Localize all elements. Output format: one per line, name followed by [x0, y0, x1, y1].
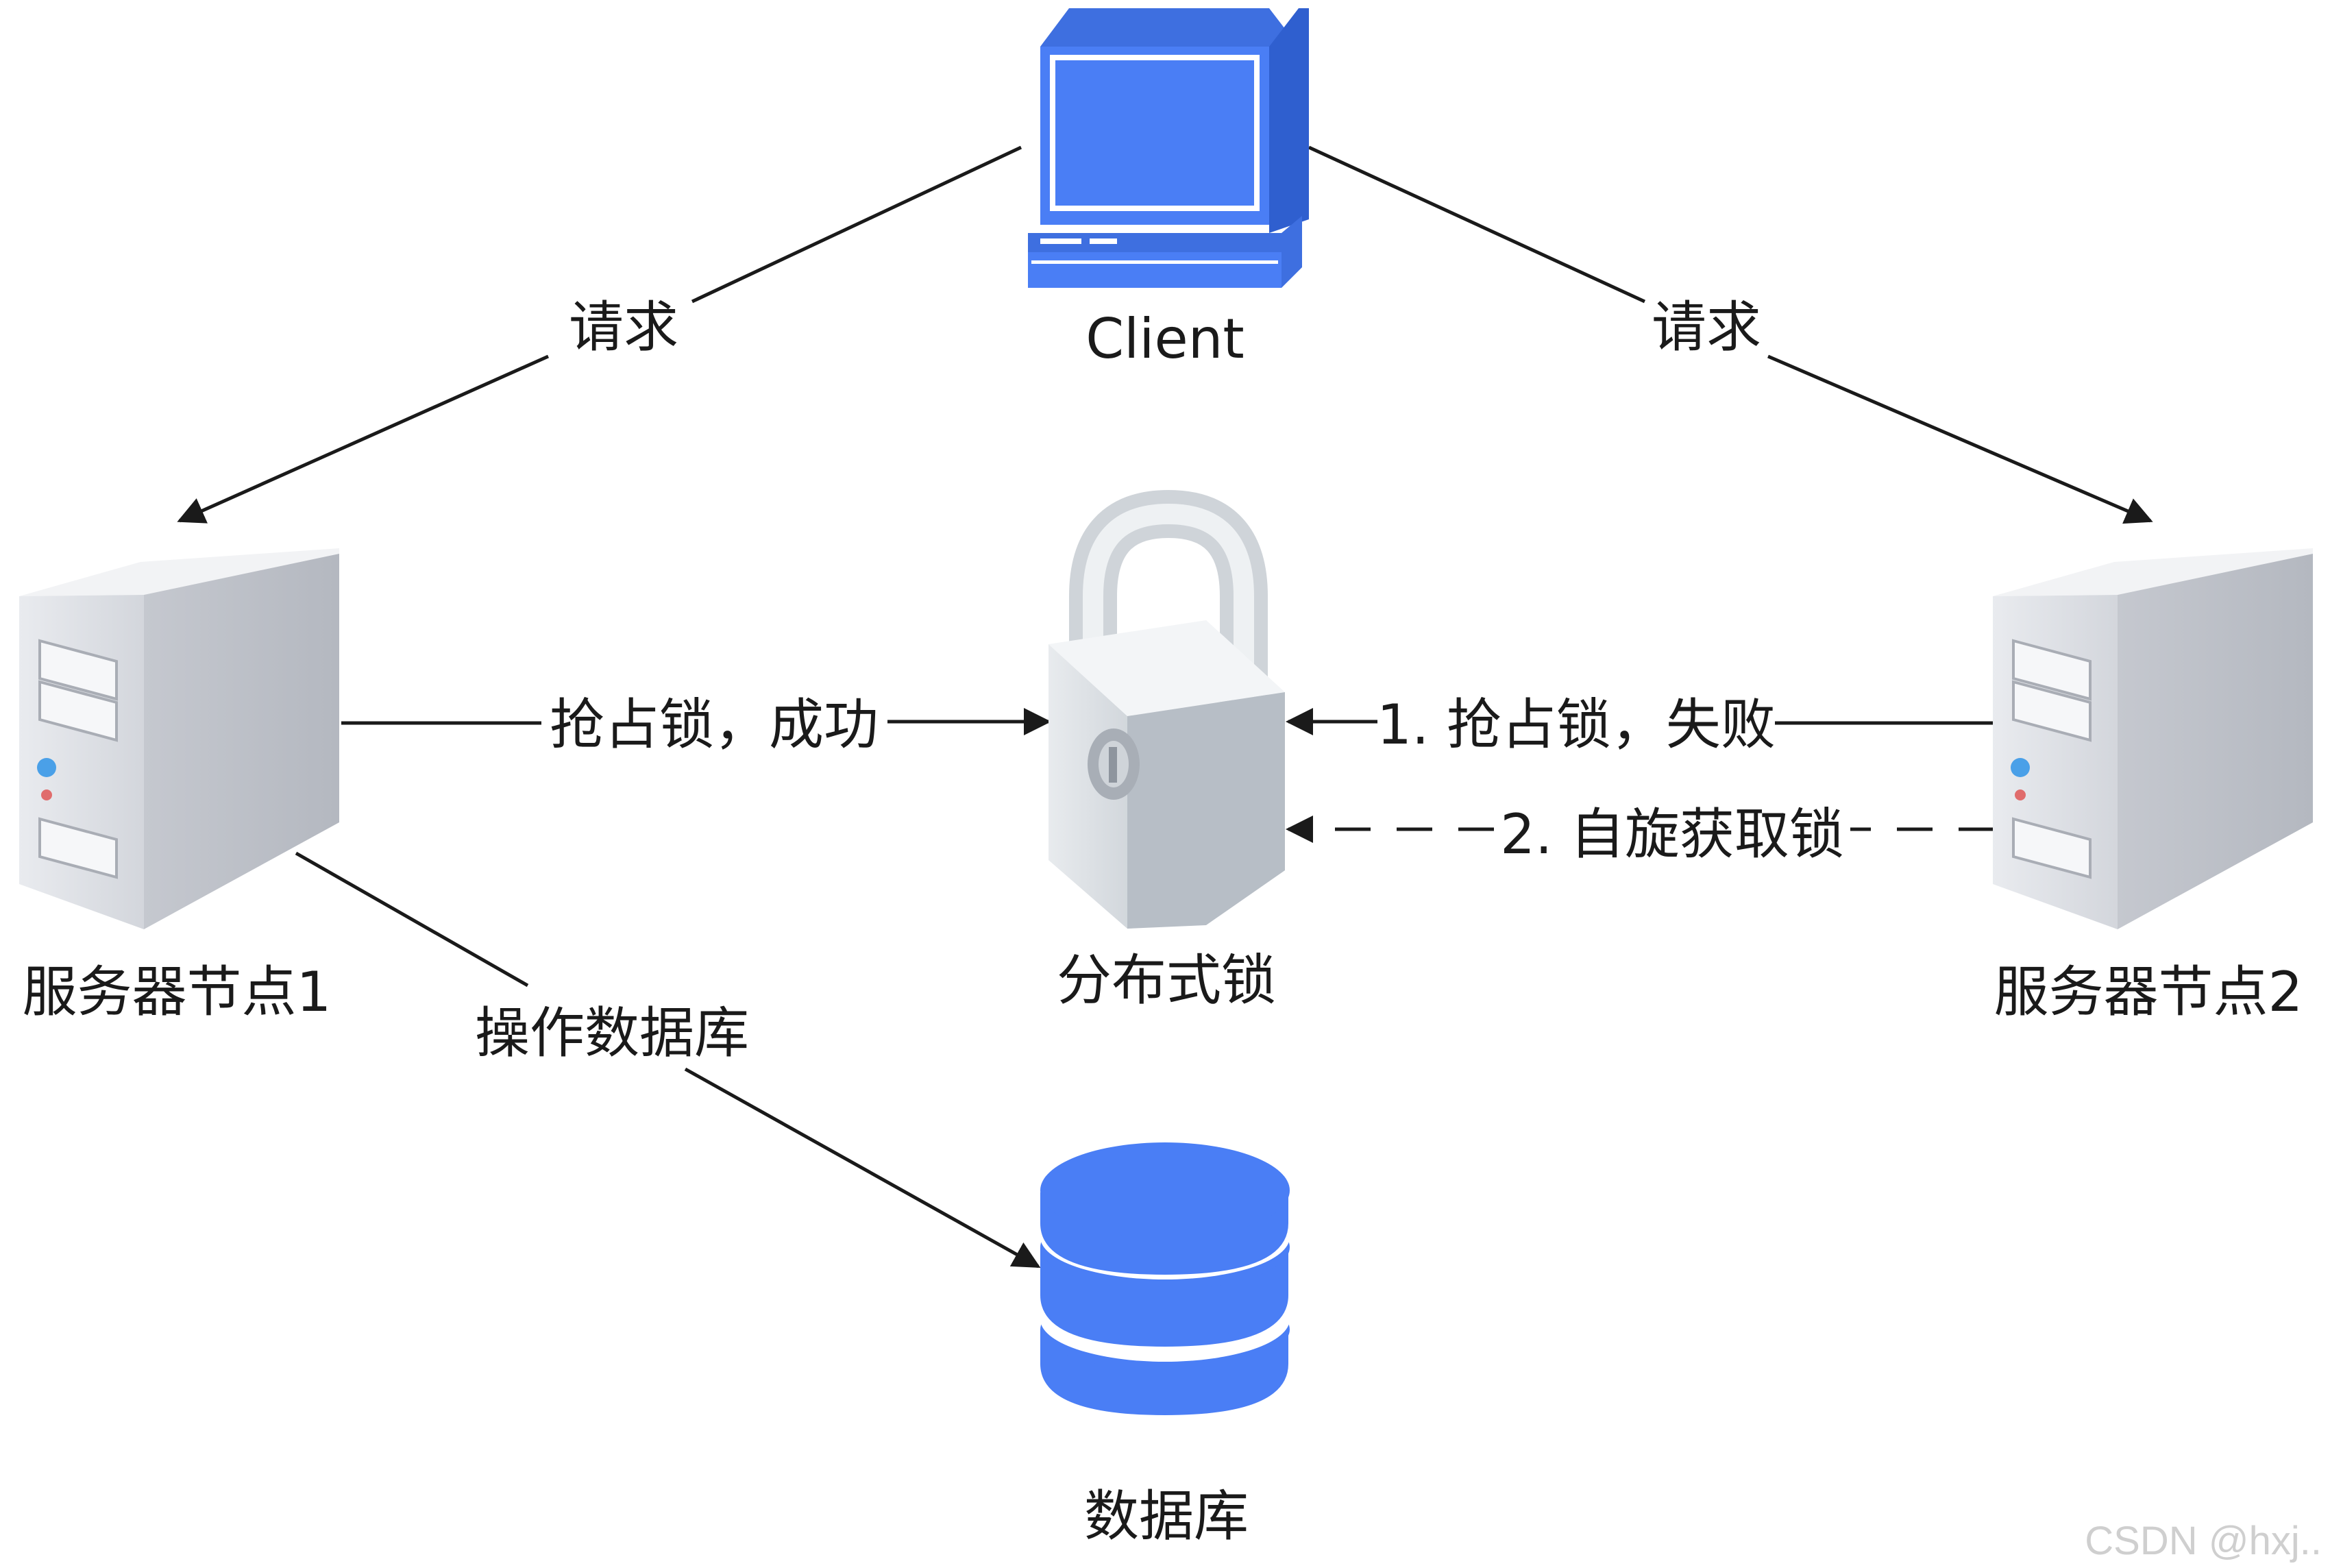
database-label: 数据库: [1084, 1484, 1249, 1548]
edge-label-acquire-success: 抢占锁，成功: [550, 693, 879, 757]
edge-server1-to-lock: 抢占锁，成功: [341, 693, 1051, 757]
client-label: Client: [1086, 307, 1244, 371]
edge-server1-to-database: 操作数据库: [295, 851, 1041, 1269]
edge-label-request-right: 请求: [1652, 295, 1761, 359]
edge-label-acquire-fail: 1. 抢占锁，失败: [1377, 693, 1776, 757]
server1-label: 服务器节点1: [23, 960, 332, 1024]
lock-node: 分布式锁: [1048, 489, 1285, 1012]
client-node: Client: [1028, 8, 1309, 371]
server-icon: [1993, 548, 2313, 929]
computer-icon: [1028, 8, 1309, 288]
watermark: CSDN @hxj..: [2085, 1519, 2322, 1563]
server1-node: 服务器节点1: [19, 548, 339, 1024]
server2-label: 服务器节点2: [1994, 960, 2303, 1024]
edge-client-to-server1: 请求: [177, 145, 1022, 524]
edge-label-operate-database: 操作数据库: [475, 1001, 749, 1065]
edge-label-request-left: 请求: [569, 295, 678, 359]
server-icon: [19, 548, 339, 929]
edge-client-to-server2: 请求: [1308, 145, 2153, 524]
database-icon: [1040, 1142, 1290, 1415]
server2-node: 服务器节点2: [1993, 548, 2313, 1024]
edge-server2-to-lock-spin: 2. 自旋获取锁: [1286, 803, 1994, 866]
edge-label-spin-acquire: 2. 自旋获取锁: [1500, 803, 1844, 866]
padlock-icon: [1048, 489, 1285, 929]
edge-server2-to-lock-fail: 1. 抢占锁，失败: [1286, 693, 1994, 757]
lock-label: 分布式锁: [1057, 948, 1276, 1012]
database-node: 数据库: [1040, 1142, 1290, 1548]
